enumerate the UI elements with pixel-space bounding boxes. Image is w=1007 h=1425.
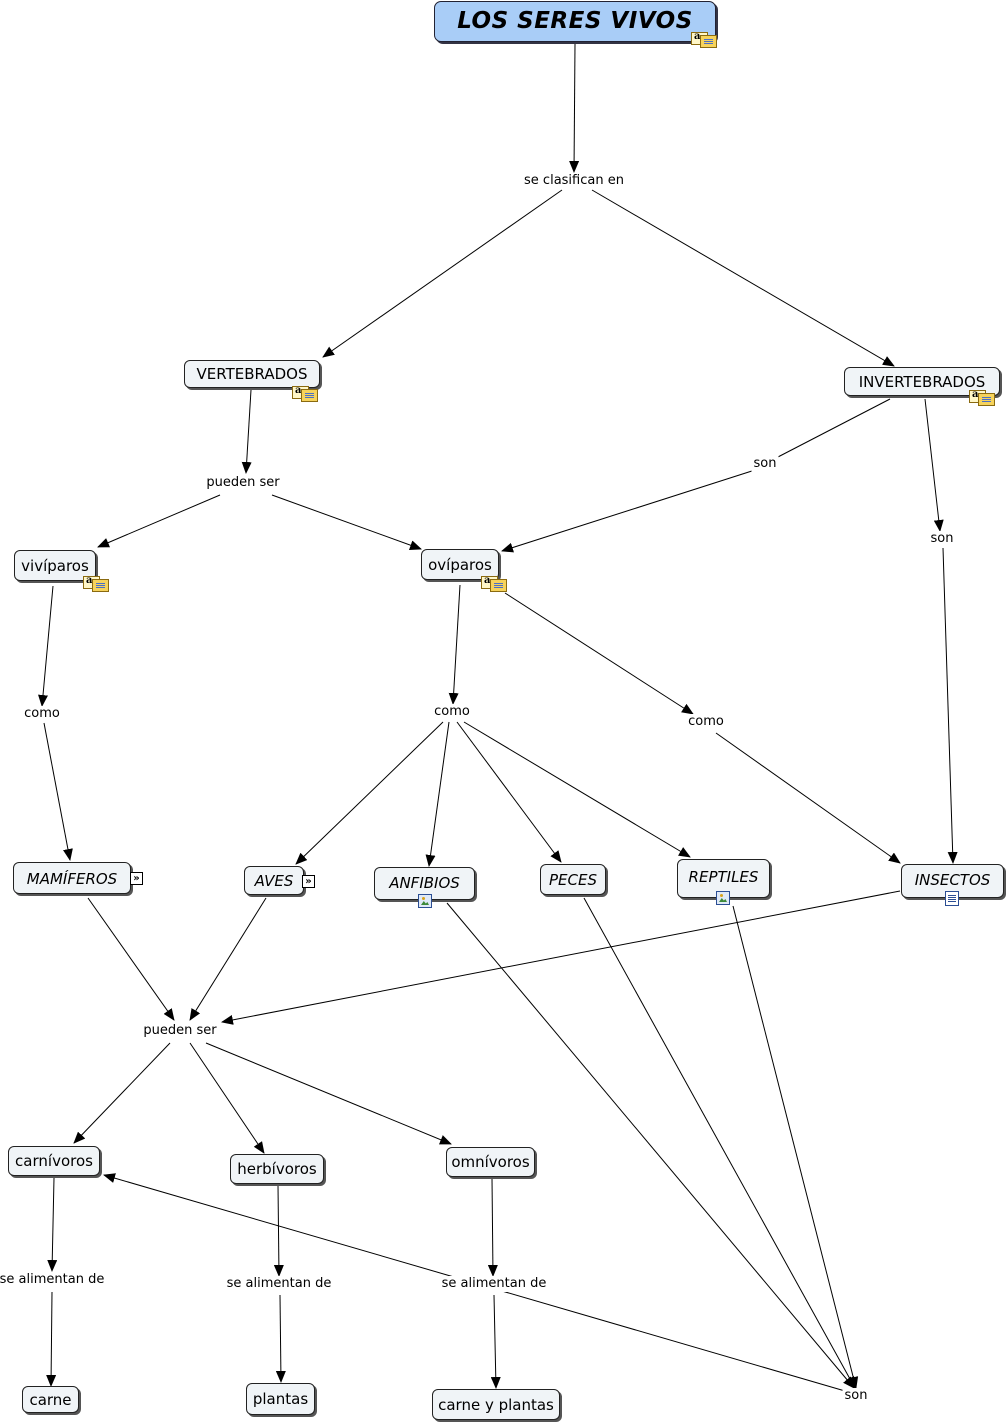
- edge: [569, 43, 580, 173]
- link-phrase[interactable]: como: [432, 704, 472, 720]
- concept-label: REPTILES: [688, 868, 759, 886]
- edge: [221, 890, 901, 1025]
- concept-oviparos[interactable]: ovíparos: [421, 549, 499, 580]
- submap-arrow-icon[interactable]: »: [302, 875, 315, 888]
- concept-label: plantas: [252, 1390, 309, 1408]
- edge: [583, 897, 856, 1389]
- edge: [47, 1177, 58, 1272]
- note-icon[interactable]: a: [83, 575, 111, 593]
- root-concept[interactable]: LOS SERES VIVOS: [434, 1, 716, 42]
- concept-label: VERTEBRADOS: [196, 365, 308, 383]
- note-icon[interactable]: a: [292, 385, 320, 403]
- edge: [501, 469, 756, 553]
- document-icon[interactable]: [945, 891, 959, 906]
- edge: [924, 398, 944, 532]
- note-icon[interactable]: a: [969, 389, 997, 407]
- edge: [490, 1294, 501, 1389]
- edge: [448, 584, 461, 705]
- edge: [275, 1294, 286, 1383]
- edge: [322, 189, 563, 358]
- edge: [97, 494, 221, 548]
- note-icon[interactable]: a: [481, 575, 509, 593]
- link-phrase[interactable]: son: [842, 1388, 870, 1404]
- image-icon[interactable]: [418, 894, 432, 908]
- concept-label: omnívoros: [451, 1153, 530, 1171]
- concept-label: INSECTOS: [914, 871, 991, 889]
- edge: [425, 721, 450, 867]
- edge: [87, 897, 175, 1021]
- submap-arrow-icon[interactable]: »: [130, 872, 143, 885]
- edge: [271, 494, 422, 550]
- concept-label: carnívoros: [15, 1152, 93, 1170]
- link-phrase[interactable]: son: [928, 531, 956, 547]
- edge: [463, 721, 691, 858]
- link-phrase[interactable]: como: [686, 714, 726, 730]
- edge: [295, 721, 444, 865]
- edge: [205, 1042, 452, 1145]
- concept-label: AVES: [254, 872, 294, 890]
- concept-label: ANFIBIOS: [389, 874, 460, 892]
- concept-label: herbívoros: [237, 1160, 317, 1178]
- concept-plantas[interactable]: plantas: [246, 1383, 315, 1415]
- concept-carne[interactable]: carne: [22, 1386, 79, 1413]
- edge: [775, 398, 891, 459]
- link-phrase[interactable]: pueden ser: [141, 1023, 219, 1039]
- edge: [504, 592, 694, 715]
- link-phrase[interactable]: son: [751, 456, 779, 472]
- edge: [591, 189, 895, 367]
- root-label: LOS SERES VIVOS: [457, 8, 693, 34]
- concept-peces[interactable]: PECES: [540, 864, 606, 895]
- edge: [189, 1042, 265, 1154]
- concept-label: carne y plantas: [438, 1396, 554, 1414]
- link-phrase[interactable]: se alimentan de: [224, 1276, 334, 1292]
- concept-label: PECES: [549, 871, 597, 889]
- concept-label: ovíparos: [428, 556, 492, 574]
- concept-label: carne: [29, 1391, 72, 1409]
- edge: [715, 732, 901, 864]
- concept-label: vivíparos: [21, 557, 89, 575]
- edge: [456, 721, 562, 863]
- note-icon[interactable]: a: [691, 31, 719, 49]
- edge: [241, 389, 252, 474]
- concept-carne-y-plantas[interactable]: carne y plantas: [432, 1389, 560, 1420]
- link-phrase[interactable]: pueden ser: [204, 475, 282, 491]
- link-phrase[interactable]: se alimentan de: [0, 1272, 107, 1288]
- edge: [38, 585, 54, 707]
- edge: [942, 547, 958, 864]
- edge: [273, 1184, 284, 1277]
- concept-omnivoros[interactable]: omnívoros: [446, 1147, 535, 1177]
- edge: [189, 897, 267, 1021]
- edge: [46, 1291, 57, 1387]
- edge: [487, 1177, 498, 1277]
- edge: [43, 722, 73, 861]
- concept-label: INVERTEBRADOS: [858, 373, 986, 391]
- edge: [446, 902, 855, 1389]
- concept-viviparos[interactable]: vivíparos: [14, 550, 96, 581]
- concept-vertebrados[interactable]: VERTEBRADOS: [184, 360, 320, 388]
- concept-mamiferos[interactable]: MAMÍFEROS: [13, 862, 131, 894]
- link-phrase[interactable]: como: [22, 706, 62, 722]
- concept-herbivoros[interactable]: herbívoros: [230, 1154, 324, 1184]
- link-phrase[interactable]: se clasifican en: [522, 173, 626, 189]
- link-phrase[interactable]: se alimentan de: [439, 1276, 549, 1292]
- image-icon[interactable]: [716, 891, 730, 905]
- concept-aves[interactable]: AVES: [244, 866, 304, 895]
- concept-carnivoros[interactable]: carnívoros: [8, 1146, 100, 1176]
- edge: [73, 1042, 171, 1144]
- concept-label: MAMÍFEROS: [26, 870, 118, 888]
- edge: [732, 905, 859, 1389]
